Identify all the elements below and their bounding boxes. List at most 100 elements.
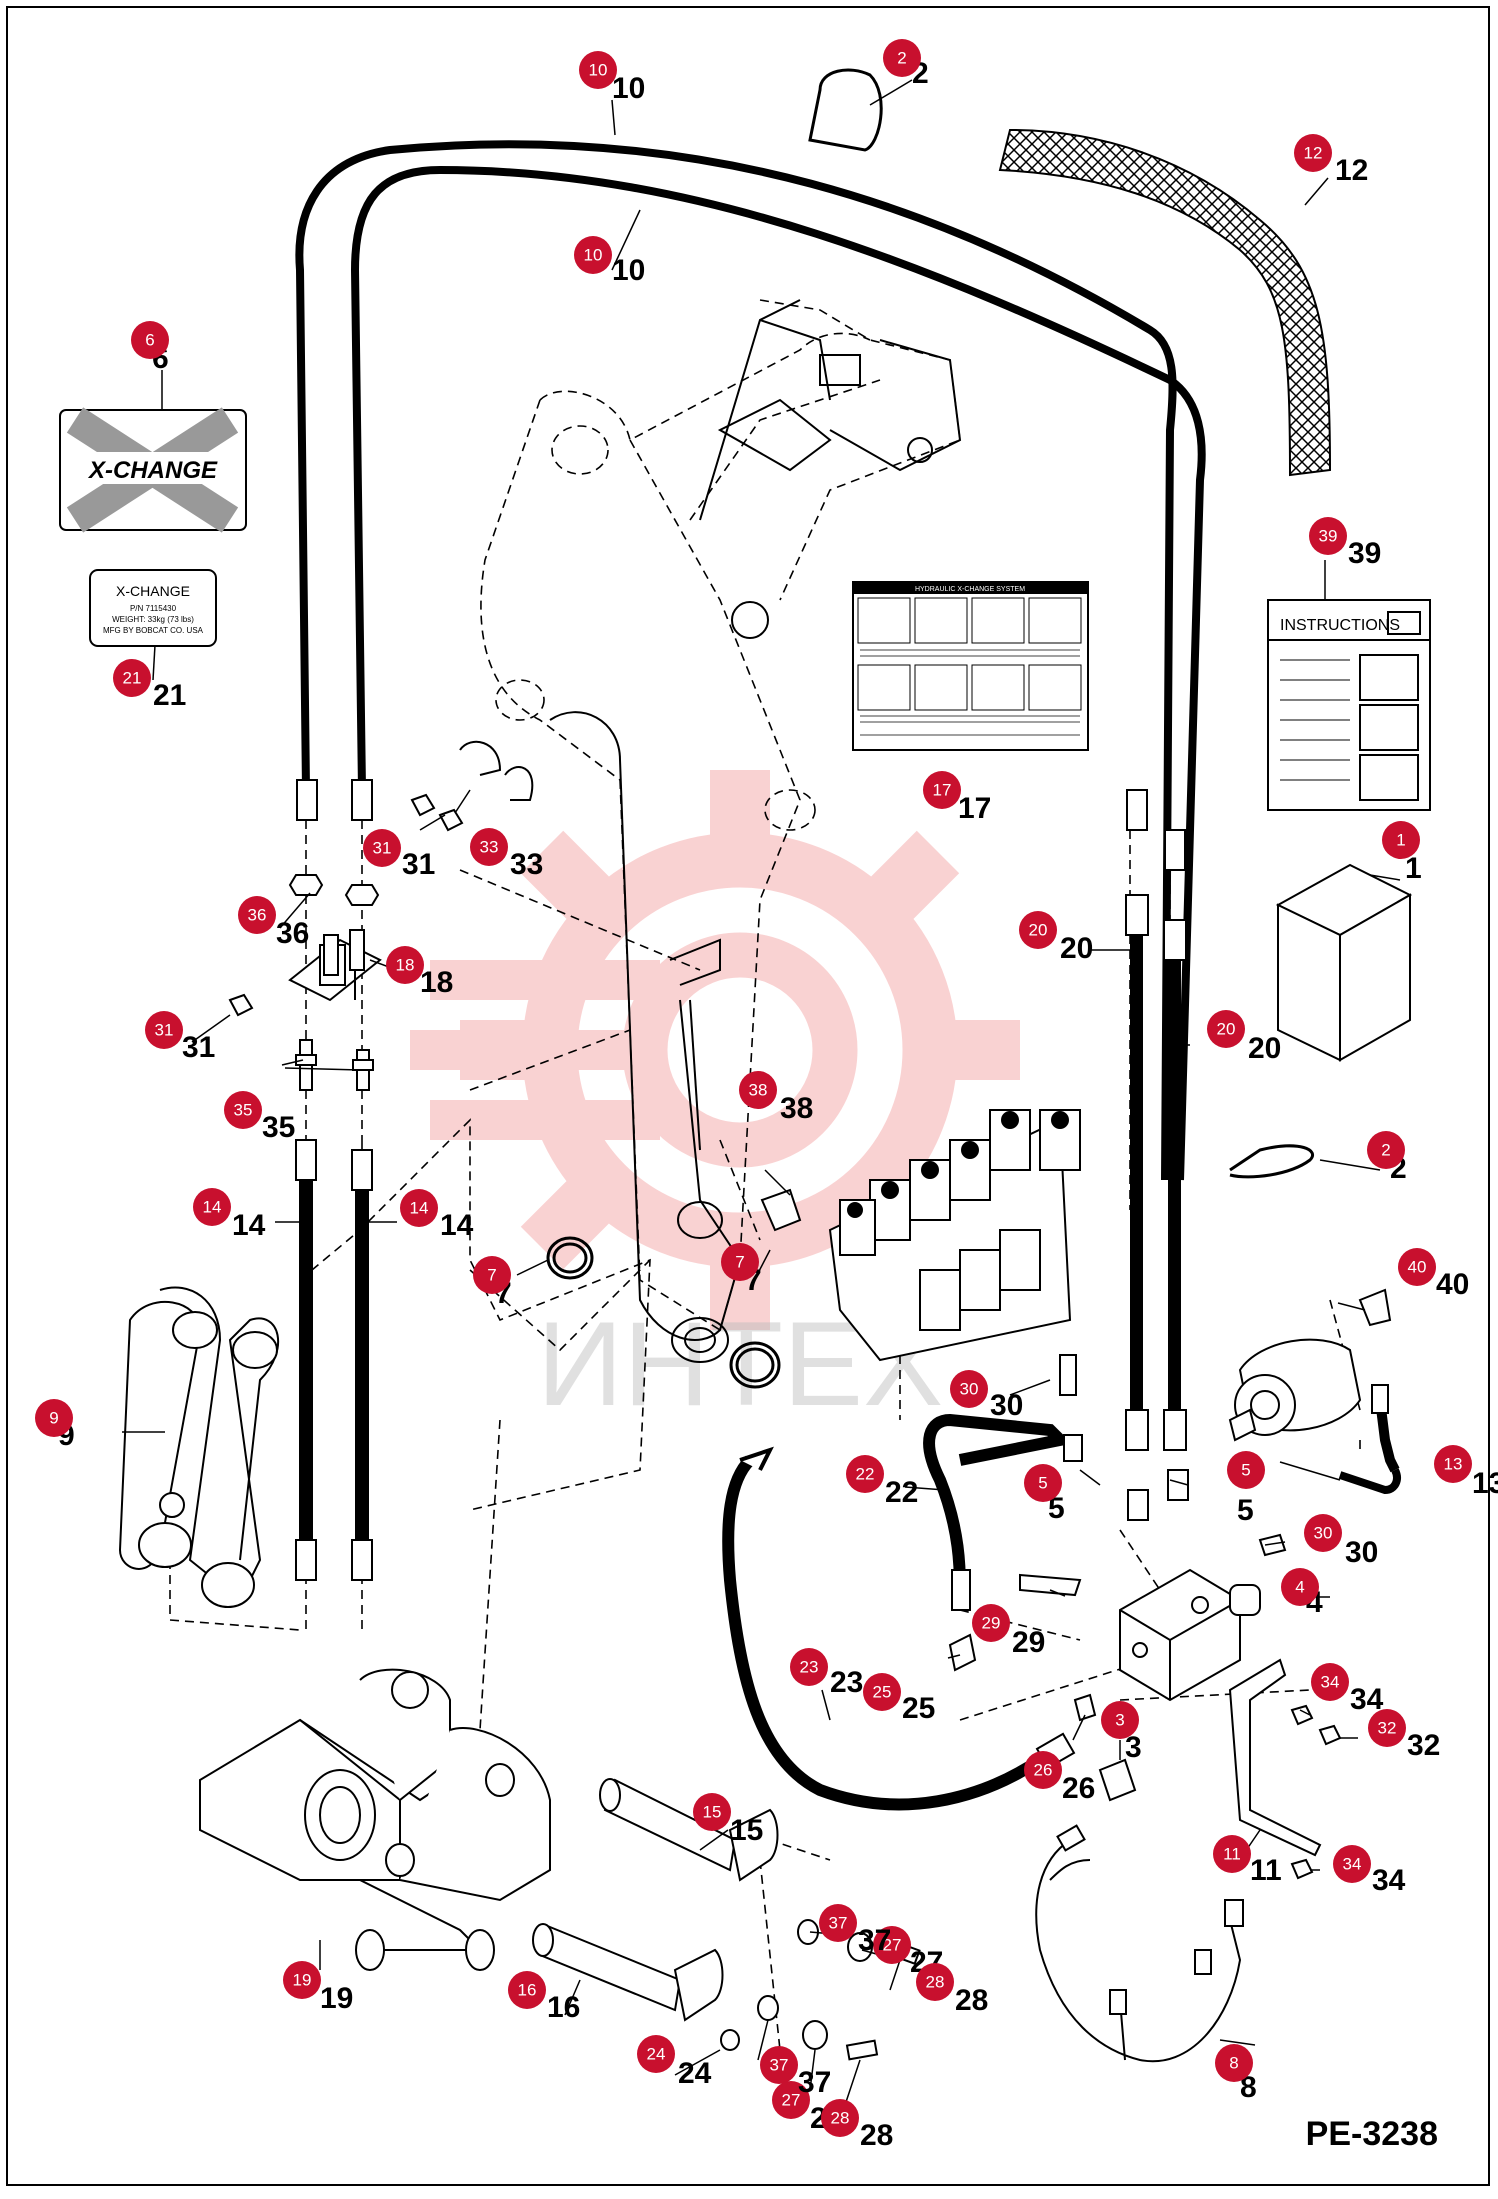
callout-number: 3 [1115,1711,1124,1730]
callout-number: 13 [1444,1455,1463,1474]
hose-14-pair [295,1139,373,1581]
callout-c10b: 10 10 [574,236,645,287]
callout-number: 2 [897,49,906,68]
callout-circle [131,321,169,359]
callout-circle [916,1963,954,2001]
callout-circle [1024,1751,1062,1789]
callout-number: 33 [480,838,499,857]
callout-number: 32 [1378,1719,1397,1738]
part-number-label: 29 [1012,1626,1045,1659]
part-number-label: 12 [1335,154,1368,187]
callout-circle [1398,1248,1436,1286]
callout-circle [508,1971,546,2009]
part-number-label: 10 [612,254,645,287]
callout-circle [923,771,961,809]
callout-number: 18 [396,956,415,975]
control-valve-block [828,1109,1081,1362]
part-number-label: 10 [612,72,645,105]
instruction-manual: INSTRUCTIONS [1267,599,1431,811]
callout-number: 37 [770,2056,789,2075]
callout-circle [1281,1568,1319,1606]
nuts-36 [288,874,380,906]
hose-10-pair [295,140,1206,1181]
callout-number: 17 [933,781,952,800]
callout-circle [846,1455,884,1493]
callout-circle [574,236,612,274]
part-number-label: 5 [1048,1492,1065,1525]
callout-number: 2 [1381,1141,1390,1160]
callout-number: 21 [123,669,142,688]
part-number-label: 24 [678,2057,712,2090]
callout-c7a: 77 [473,1256,512,1310]
part-number-label: 14 [440,1209,474,1242]
callout-circle [470,828,508,866]
callout-c21: 21 21 [113,659,186,712]
callout-circle [35,1399,73,1437]
callout-number: 34 [1343,1855,1362,1874]
part-number-label: 21 [153,679,186,712]
bracket-18 [288,929,382,1002]
protective-wrap-12 [998,128,1332,477]
callout-circle [863,1673,901,1711]
callout-number: 7 [487,1266,496,1285]
callout-number: 20 [1217,1020,1236,1039]
part-number-label: 3 [1125,1731,1142,1764]
part-number-label: 37 [858,1924,891,1957]
callout-circle [821,2099,859,2137]
callout-number: 27 [782,2091,801,2110]
callout-c2b: 22 [1367,1131,1407,1185]
part-number-label: 30 [990,1389,1023,1422]
label-line-4: MFG BY BOBCAT CO. USA [103,626,204,635]
callout-number: 10 [584,246,603,265]
label-line-1: X-CHANGE [116,583,190,599]
decal-17-title: HYDRAULIC X-CHANGE SYSTEM [915,586,1025,593]
callout-circle [819,1904,857,1942]
callout-c8: 88 [1215,2044,1257,2104]
part-number-label: 36 [276,917,309,950]
o-rings-7 [546,1236,781,1389]
part-number-label: 22 [885,1476,918,1509]
callout-circle [400,1189,438,1227]
pin-16 [532,1923,724,2022]
quick-coupler-19 [199,1668,551,1971]
elbow-fitting-38 [760,1188,802,1232]
part-number-label: 17 [958,792,991,825]
kit-box [1275,863,1413,1062]
part-number-label: 16 [547,1991,580,2024]
callout-number: 12 [1304,144,1323,163]
fasteners-32-34 [1290,1704,1342,1880]
callout-circle [1024,1464,1062,1502]
callout-circle [693,1793,731,1831]
part-number-label: 28 [860,2119,893,2152]
cable-tie-2-top [808,68,883,152]
callout-circle [473,1256,511,1294]
callout-number: 31 [155,1021,174,1040]
callout-circle [1213,1835,1251,1873]
callout-number: 19 [293,1971,312,1990]
callout-number: 9 [49,1409,58,1428]
part-number-label: 8 [1240,2071,1257,2104]
callout-circle [1368,1709,1406,1747]
callout-circle [1294,134,1332,172]
callout-circle [873,1926,911,1964]
watermark-logo [410,770,1020,1330]
